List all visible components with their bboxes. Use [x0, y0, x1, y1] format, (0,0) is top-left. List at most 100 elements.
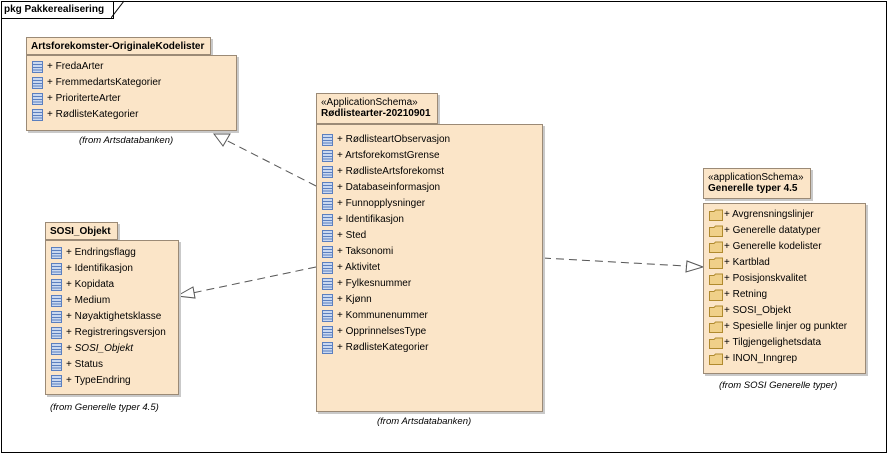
- list-item[interactable]: + Funnopplysninger: [317, 196, 542, 212]
- list-item[interactable]: + Generelle datatyper: [704, 223, 865, 239]
- class-icon: [322, 262, 333, 280]
- folder-icon: [709, 225, 723, 243]
- list-item[interactable]: + Databaseinformasjon: [317, 180, 542, 196]
- list-item[interactable]: + FredaArter: [27, 59, 236, 75]
- list-item[interactable]: + PrioriterteArter: [27, 91, 236, 107]
- package-body: + FredaArter + FremmedartsKategorier + P…: [26, 55, 237, 131]
- list-item[interactable]: + Tilgjengelighetsdata: [704, 335, 865, 351]
- item-label: + OpprinnelsesType: [337, 326, 427, 337]
- realization-arrow-generelle: [685, 260, 705, 273]
- class-icon: [322, 166, 333, 184]
- package-body: + Endringsflagg + Identifikasjon + Kopid…: [45, 240, 179, 395]
- class-icon: [322, 246, 333, 264]
- list-item[interactable]: + Kopidata: [46, 277, 178, 293]
- list-item[interactable]: + Identifikasjon: [46, 261, 178, 277]
- item-label: + Medium: [66, 295, 111, 306]
- class-icon: [322, 198, 333, 216]
- class-icon: [51, 279, 62, 297]
- list-item[interactable]: + SOSI_Objekt: [704, 303, 865, 319]
- item-label: + Aktivitet: [337, 262, 381, 273]
- list-item[interactable]: + RødlisteartObservasjon: [317, 132, 542, 148]
- package-contents: + Avgrensningslinjer + Generelle datatyp…: [704, 204, 865, 367]
- list-item[interactable]: + OpprinnelsesType: [317, 324, 542, 340]
- list-item[interactable]: + Kommunenummer: [317, 308, 542, 324]
- package-origin-note: (from Artsdatabanken): [79, 135, 174, 146]
- folder-icon: [709, 273, 723, 291]
- list-item[interactable]: + Spesielle linjer og punkter: [704, 319, 865, 335]
- list-item[interactable]: + Endringsflagg: [46, 245, 178, 261]
- package-contents: + RødlisteartObservasjon + Artsforekomst…: [317, 125, 542, 356]
- list-item[interactable]: + Medium: [46, 293, 178, 309]
- list-item[interactable]: + FremmedartsKategorier: [27, 75, 236, 91]
- class-icon: [32, 109, 43, 127]
- list-item[interactable]: + Nøyaktighetsklasse: [46, 309, 178, 325]
- list-item[interactable]: + Identifikasjon: [317, 212, 542, 228]
- package-contents: + Endringsflagg + Identifikasjon + Kopid…: [46, 241, 178, 389]
- package-stereotype: «applicationSchema»: [708, 172, 804, 183]
- folder-icon: [709, 353, 723, 371]
- item-label: + Kopidata: [66, 279, 115, 290]
- class-icon: [51, 295, 62, 313]
- class-icon: [322, 182, 333, 200]
- list-item[interactable]: + Kjønn: [317, 292, 542, 308]
- class-icon: [322, 326, 333, 344]
- realization-line-artsfor: [213, 133, 317, 187]
- folder-icon: [709, 241, 723, 259]
- list-item[interactable]: + SOSI_Objekt: [46, 341, 178, 357]
- class-icon: [32, 61, 43, 79]
- package-contents: + FredaArter + FremmedartsKategorier + P…: [27, 56, 236, 123]
- list-item[interactable]: + ArtsforekomstGrense: [317, 148, 542, 164]
- package-name: Rødlistearter-20210901: [321, 108, 431, 119]
- class-icon: [51, 359, 62, 377]
- item-label: + RødlisteKategorier: [337, 342, 429, 353]
- item-label: + Posisjonskvalitet: [724, 273, 807, 284]
- class-icon: [51, 311, 62, 329]
- list-item[interactable]: + TypeEndring: [46, 373, 178, 389]
- item-label: + Generelle datatyper: [724, 225, 821, 236]
- item-label: + TypeEndring: [66, 375, 131, 386]
- package-stereotype: «ApplicationSchema»: [321, 97, 418, 108]
- list-item[interactable]: + RødlisteArtsforekomst: [317, 164, 542, 180]
- list-item[interactable]: + Fylkesnummer: [317, 276, 542, 292]
- list-item[interactable]: + Taksonomi: [317, 244, 542, 260]
- list-item[interactable]: + RødlisteKategorier: [317, 340, 542, 356]
- item-label: + Databaseinformasjon: [337, 182, 441, 193]
- list-item[interactable]: + INON_Inngrep: [704, 351, 865, 367]
- list-item[interactable]: + Status: [46, 357, 178, 373]
- class-icon: [32, 93, 43, 111]
- package-body: + Avgrensningslinjer + Generelle datatyp…: [703, 203, 866, 374]
- list-item[interactable]: + Generelle kodelister: [704, 239, 865, 255]
- item-label: + Identifikasjon: [66, 263, 133, 274]
- list-item[interactable]: + Aktivitet: [317, 260, 542, 276]
- item-label: + SOSI_Objekt: [66, 343, 133, 354]
- item-label: + Kommunenummer: [337, 310, 428, 321]
- class-icon: [322, 278, 333, 296]
- package-origin-note: (from Generelle typer 4.5): [50, 402, 159, 413]
- package-origin-note: (from Artsdatabanken): [377, 416, 472, 427]
- item-label: + FremmedartsKategorier: [47, 77, 162, 88]
- list-item[interactable]: + RødlisteKategorier: [27, 107, 236, 123]
- realization-arrow-sosi: [175, 286, 196, 299]
- realization-arrow-artsfor: [213, 133, 231, 147]
- class-icon: [51, 247, 62, 265]
- list-item[interactable]: + Sted: [317, 228, 542, 244]
- list-item[interactable]: + Posisjonskvalitet: [704, 271, 865, 287]
- list-item[interactable]: + Retning: [704, 287, 865, 303]
- package-tab: «ApplicationSchema» Rødlistearter-202109…: [316, 93, 438, 124]
- list-item[interactable]: + Kartblad: [704, 255, 865, 271]
- class-icon: [322, 134, 333, 152]
- class-icon: [322, 150, 333, 168]
- item-label: + Generelle kodelister: [724, 241, 822, 252]
- package-tab: SOSI_Objekt: [45, 222, 118, 240]
- class-icon: [51, 327, 62, 345]
- package-tab: Artsforekomster-OriginaleKodelister: [26, 37, 212, 55]
- package-name: SOSI_Objekt: [50, 226, 111, 237]
- list-item[interactable]: + Registreringsversjon: [46, 325, 178, 341]
- item-label: + Avgrensningslinjer: [724, 209, 814, 220]
- class-icon: [51, 263, 62, 281]
- item-label: + Endringsflagg: [66, 247, 136, 258]
- item-label: + SOSI_Objekt: [724, 305, 791, 316]
- item-label: + FredaArter: [47, 61, 104, 72]
- list-item[interactable]: + Avgrensningslinjer: [704, 207, 865, 223]
